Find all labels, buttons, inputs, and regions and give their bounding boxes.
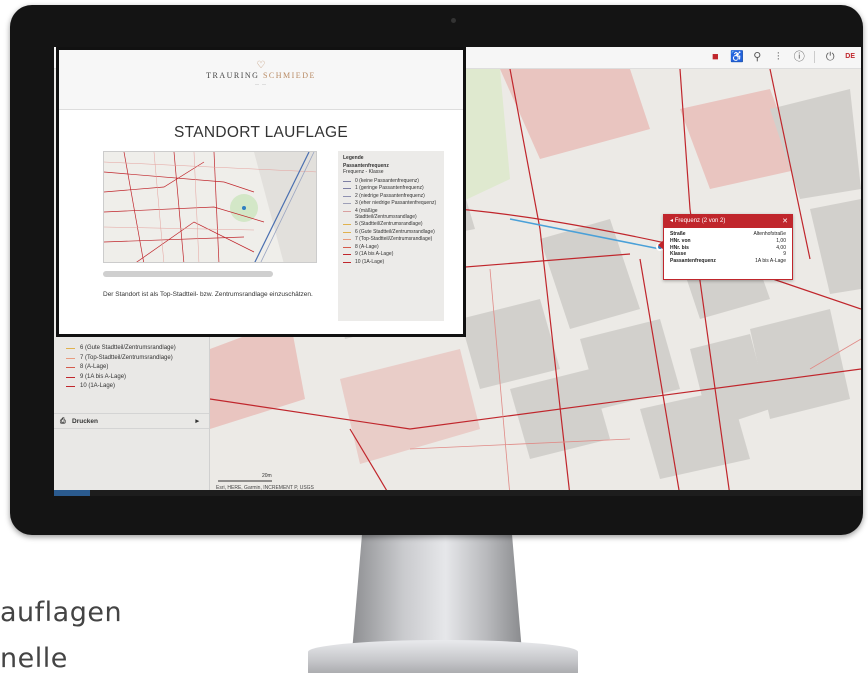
legend-item-label: 6 (Gute Stadtteil/Zentrumsrandlage)	[355, 228, 435, 235]
monitor-stand-base	[308, 640, 578, 673]
legend-item: 6 (Gute Stadtteil/Zentrumsrandlage)	[343, 229, 439, 235]
legend-swatch	[343, 180, 351, 182]
legend-item: 9 (1A bis A-Lage)	[343, 251, 439, 257]
legend-item: 5 (Stadtteil/Zentrumsrandlage)	[343, 221, 439, 227]
camera-dot	[451, 18, 456, 23]
monitor-stand-neck	[352, 532, 522, 652]
legend-item-label: 3 (eher niedrige Passantenfrequenz)	[355, 200, 437, 207]
legend-swatch	[343, 246, 351, 248]
legend-swatch	[343, 239, 351, 241]
logo-subline: — —	[254, 81, 268, 86]
popup-header: ◂ Frequenz (2 von 2) ✕	[664, 215, 792, 228]
legend-item: 8 (A-Lage)	[343, 244, 439, 250]
legend-item: 3 (eher niedrige Passantenfrequenz)	[343, 200, 439, 206]
report-legend: Legende Passantenfrequenz Frequenz - Kla…	[338, 151, 444, 321]
legend-item-label: 1 (geringe Passantenfrequenz)	[355, 185, 424, 192]
legend-subtitle: Passantenfrequenz	[343, 163, 389, 170]
folder-icon[interactable]: ■	[711, 51, 719, 63]
print-label: Drucken	[72, 418, 99, 425]
legend-swatch	[343, 224, 351, 226]
taskbar	[54, 490, 861, 496]
legend-swatch	[343, 254, 351, 256]
legend-item: 0 (keine Passantenfrequenz)	[343, 178, 439, 184]
language-switch[interactable]: DE	[845, 53, 855, 60]
highlighted-street	[509, 218, 661, 250]
legend-item-label: 0 (keine Passantenfrequenz)	[355, 177, 419, 184]
report-preview: ♡ TRAURING SCHMIEDE — — STANDORT LAUFLAG…	[56, 47, 466, 337]
legend-item: 1 (geringe Passantenfrequenz)	[343, 185, 439, 191]
taskbar-active[interactable]	[54, 490, 90, 496]
report-title: STANDORT LAUFLAGE	[174, 124, 348, 141]
background-text-line-2: nelle	[0, 643, 68, 673]
legend-item-label: 4 (mäßige Stadtteil/Zentrumsrandlage)	[355, 207, 417, 220]
legend-item: 10 (1A-Lage)	[66, 382, 206, 390]
print-button[interactable]: ⎙ Drucken ▸	[54, 413, 209, 429]
legend-item: 7 (Top-Stadtteil/Zentrumsrandlage)	[66, 354, 206, 362]
legend-subsubtitle: Frequenz - Klasse	[343, 169, 384, 176]
legend-swatch	[343, 188, 351, 190]
accessibility-icon[interactable]: ♿	[730, 51, 744, 63]
legend-item: 9 (1A bis A-Lage)	[66, 373, 206, 381]
legend-item-label: 2 (niedrige Passantenfrequenz)	[355, 192, 425, 199]
ring-icon: ♡	[256, 60, 266, 71]
close-icon[interactable]: ✕	[782, 218, 788, 225]
legend-item: 6 (Gute Stadtteil/Zentrumsrandlage)	[66, 344, 206, 352]
legend-item-label: 9 (1A bis A-Lage)	[355, 251, 394, 258]
info-icon[interactable]: ⓘ	[793, 51, 805, 63]
address-redacted	[103, 271, 273, 277]
legend-item-label: 10 (1A-Lage)	[355, 258, 385, 265]
screen: ■ ♿ ⚲ ⫶ ⓘ ⏻ DE	[54, 47, 861, 496]
brand-logo: TRAURING SCHMIEDE	[206, 71, 316, 80]
legend-swatch	[343, 195, 351, 197]
legend-item: 4 (mäßige Stadtteil/Zentrumsrandlage)	[343, 208, 439, 220]
popup-back-icon[interactable]: ◂	[670, 218, 675, 224]
legend-item-label: 5 (Stadtteil/Zentrumsrandlage)	[355, 221, 423, 228]
legend-item-label: 8 (A-Lage)	[355, 243, 379, 250]
legend-swatch	[343, 210, 351, 212]
background-text-line-1: auflagen	[0, 597, 123, 628]
legend-title: Legende	[343, 155, 364, 161]
printer-icon: ⎙	[60, 418, 66, 425]
legend-list: 0 (keine Passantenfrequenz)1 (geringe Pa…	[343, 178, 439, 265]
popup-pointer	[658, 240, 664, 250]
legend-item: 7 (Top-Stadtteil/Zentrumsrandlage)	[343, 236, 439, 242]
chevron-right-icon: ▸	[195, 418, 199, 425]
report-header: ♡ TRAURING SCHMIEDE — —	[59, 50, 463, 110]
location-pin-icon[interactable]: ⚲	[753, 51, 762, 63]
toolbar-divider	[814, 51, 816, 63]
legend-item: 10 (1A-Lage)	[343, 259, 439, 265]
scale-label: 20m	[262, 473, 272, 479]
report-map	[103, 151, 317, 263]
legend-swatch	[343, 231, 351, 233]
map-attribution: Esri, HERE, Garmin, INCREMENT P, USGS	[216, 485, 315, 491]
power-icon[interactable]: ⏻	[825, 51, 835, 63]
legend-swatch	[343, 261, 351, 263]
monitor: ■ ♿ ⚲ ⫶ ⓘ ⏻ DE	[10, 5, 863, 535]
legend-swatch	[343, 203, 351, 205]
report-description: Der Standort ist als Top-Stadtteil- bzw.…	[103, 291, 313, 298]
legend-item: 8 (A-Lage)	[66, 363, 206, 371]
popup-title: Frequenz (2 von 2)	[674, 218, 726, 224]
sidebar-legend: 6 (Gute Stadtteil/Zentrumsrandlage) 7 (T…	[66, 344, 206, 392]
sliders-icon[interactable]: ⫶	[776, 51, 780, 63]
legend-item: 2 (niedrige Passantenfrequenz)	[343, 193, 439, 199]
legend-item-label: 7 (Top-Stadtteil/Zentrumsrandlage)	[355, 236, 433, 243]
